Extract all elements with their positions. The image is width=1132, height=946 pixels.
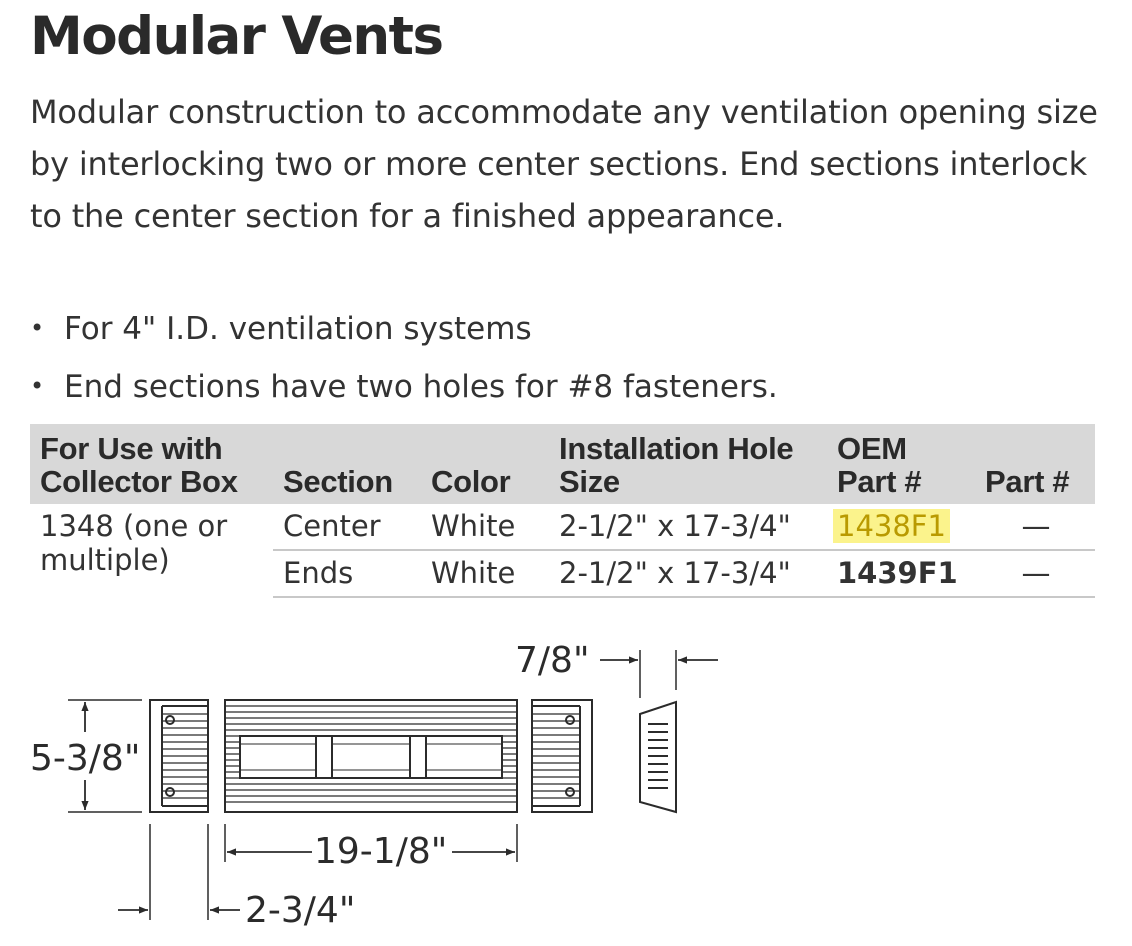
cell-hole-size: 2-1/2" x 17-3/4" [549,550,827,598]
cell-section: Ends [273,550,421,598]
cell-section: Center [273,504,421,551]
cell-color: White [421,550,549,598]
vent-dimension-diagram: 5-3/8" 19-1/8" 2-3/4" 7/8" [30,640,718,931]
cell-part: — [975,550,1095,598]
header-collector-box: For Use with Collector Box [40,431,238,499]
header-part: Part # [985,464,1070,499]
side-profile-view [639,700,677,814]
header-color: Color [431,464,511,499]
center-width-dimension-label: 19-1/8" [314,831,447,872]
cell-collector-box: 1348 (one or multiple) [40,509,228,577]
cell-hole-size: 2-1/2" x 17-3/4" [549,504,827,551]
product-description: Modular construction to accommodate any … [30,93,1098,235]
cell-oem-part: 1439F1 [827,550,975,598]
table-row: Ends White 2-1/2" x 17-3/4" 1439F1 — [30,550,1095,598]
highlighted-part-number: 1438F1 [833,509,950,543]
depth-dimension-label: 7/8" [515,640,590,681]
feature-text: For 4" I.D. ventilation systems [64,311,532,347]
center-section [224,699,518,813]
header-oem-part: OEM Part # [837,431,922,499]
left-end-section [149,699,209,813]
header-section: Section [283,464,393,499]
bullet-icon: • [30,314,45,342]
end-width-dimension-label: 2-3/4" [245,890,355,931]
spec-table: For Use with Collector Box Section Color… [30,424,1095,598]
header-hole-size: Installation Hole Size [559,431,794,499]
feature-text: End sections have two holes for #8 faste… [64,369,778,405]
cell-oem-part: 1438F1 [827,504,975,551]
table-row: 1348 (one or multiple) Center White 2-1/… [30,504,1095,577]
feature-item: • End sections have two holes for #8 fast… [30,358,778,416]
feature-list: • For 4" I.D. ventilation systems • End se… [30,300,778,416]
height-dimension-label: 5-3/8" [30,738,140,779]
cell-part: — [975,504,1095,551]
bullet-icon: • [30,372,45,400]
right-end-section [531,699,593,813]
table-header-row: For Use with Collector Box Section Color… [30,424,1095,504]
feature-item: • For 4" I.D. ventilation systems [30,300,778,358]
cell-color: White [421,504,549,551]
page-title: Modular Vents [30,6,444,67]
